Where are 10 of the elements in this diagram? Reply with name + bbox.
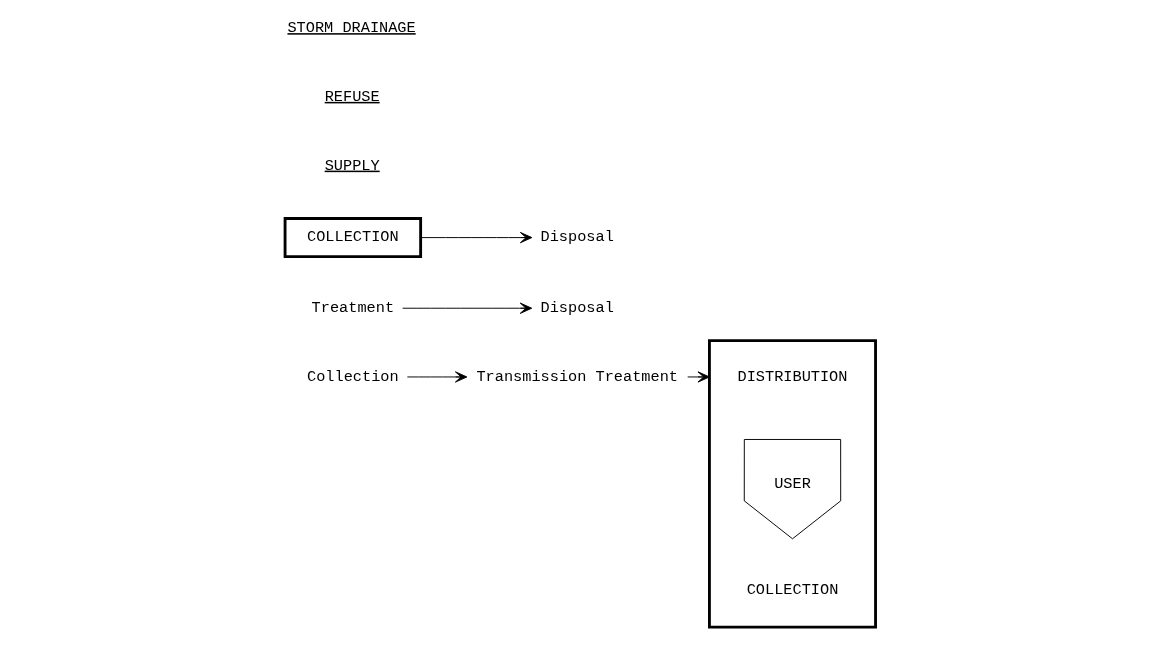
label: REFUSE	[324, 87, 380, 106]
label: STORM DRAINAGE	[287, 19, 416, 38]
node-text: Disposal	[540, 228, 614, 247]
node-text: COLLECTION	[746, 581, 839, 600]
label: SUPPLY	[324, 156, 380, 175]
node-text: Transmission Treatment	[476, 367, 678, 386]
node-text: DISTRIBUTION	[737, 367, 848, 386]
node-text: Treatment	[311, 298, 395, 317]
node-text: Collection	[307, 367, 399, 386]
node-text: Disposal	[540, 298, 614, 317]
